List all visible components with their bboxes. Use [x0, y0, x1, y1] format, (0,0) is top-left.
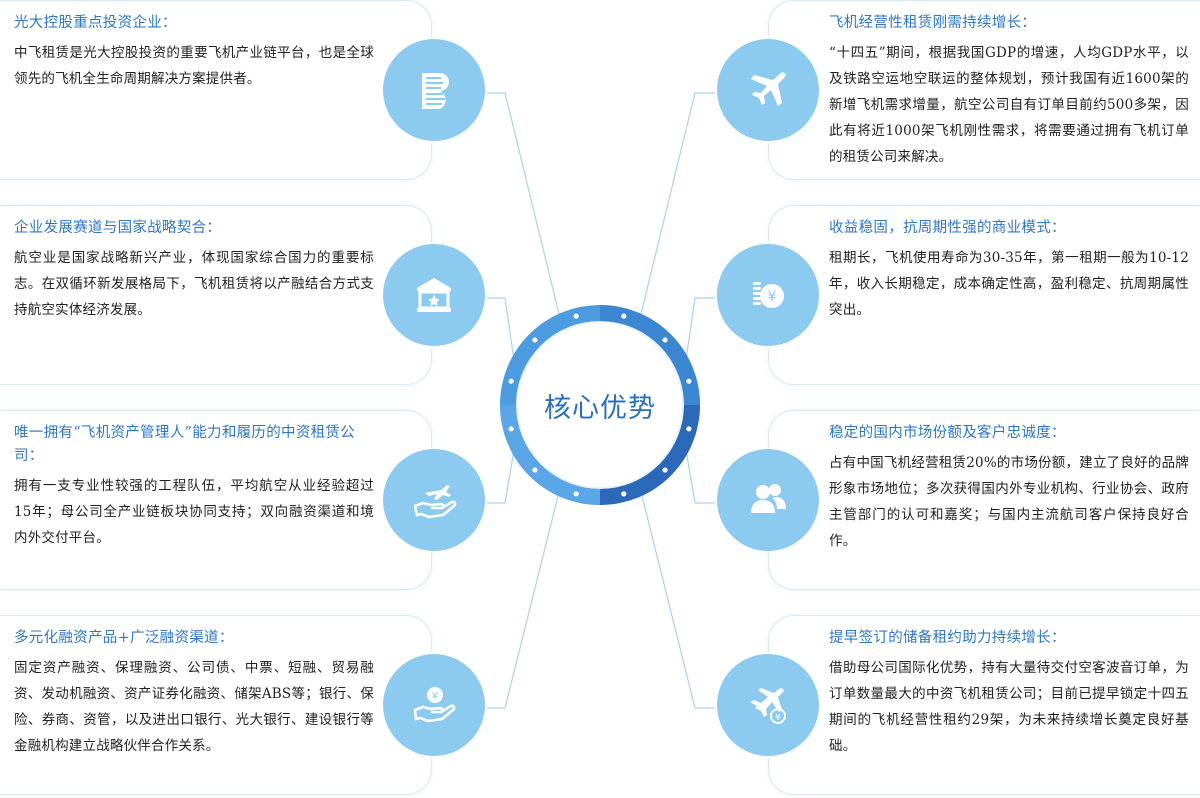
icon-badge: [383, 449, 485, 551]
icon-badge: ¥: [383, 654, 485, 756]
ring-dot: [662, 467, 668, 473]
card-body: 中飞租赁是光大控股投资的重要飞机产业链平台，也是全球领先的飞机全生命周期解决方案…: [14, 45, 374, 87]
svg-text:¥: ¥: [775, 713, 781, 723]
connector-right-4: [639, 487, 715, 709]
card-body: 借助母公司国际化优势，持有大量待交付空客波音订单，为订单数量最大的中资飞机租赁公…: [829, 660, 1189, 754]
hub-label: 核心优势: [544, 392, 656, 424]
card-right-3: 稳定的国内市场份额及客户忠诚度： 占有中国飞机经营租赁20%的市场份额，建立了良…: [717, 410, 1200, 590]
ring-dot: [532, 467, 538, 473]
core-advantage-hub: [500, 305, 700, 505]
card-body: 占有中国飞机经营租赁20%的市场份额，建立了良好的品牌形象市场地位；多次获得国内…: [829, 455, 1189, 549]
document-stack-icon: [422, 73, 449, 109]
connector-left-4: [485, 487, 561, 709]
icon-badge: [383, 39, 485, 141]
card-title: 飞机经营性租赁刚需持续增长：: [829, 15, 1037, 31]
ring-dot: [621, 313, 627, 319]
icon-badge: ¥: [717, 654, 819, 756]
card-title: 稳定的国内市场份额及客户忠诚度：: [829, 425, 1066, 441]
airplane-coin-icon: ¥: [750, 688, 786, 724]
card-body: 租期长，飞机使用寿命为30-35年，第一租期一般为10-12年，收入长期稳定，成…: [829, 250, 1189, 318]
connector-left-3: [485, 449, 515, 504]
connector-left-2: [485, 297, 515, 361]
svg-text:¥: ¥: [432, 691, 438, 702]
connector-right-3: [685, 449, 715, 504]
ring-dot: [621, 491, 627, 497]
card-right-1: 飞机经营性租赁刚需持续增长： “十四五”期间，根据我国GDP的增速，人均GDP水…: [717, 0, 1200, 180]
card-title: 提早签订的储备租约助力持续增长：: [829, 630, 1066, 646]
card-body: 航空业是国家战略新兴产业，体现国家综合国力的重要标志。在双循环新发展格局下，飞机…: [14, 250, 374, 318]
card-title: 收益稳固，抗周期性强的商业模式：: [829, 220, 1066, 236]
users-icon: [751, 484, 786, 513]
icon-badge: [717, 449, 819, 551]
ring-dot: [686, 378, 692, 384]
card-title: 多元化融资产品+广泛融资渠道：: [14, 630, 234, 646]
ring-dot: [532, 337, 538, 343]
connector-right-2: [685, 297, 715, 361]
connector-left-1: [485, 92, 561, 319]
star-building-icon: [417, 278, 451, 312]
card-title: 唯一拥有“飞机资产管理人”能力和履历的中资租赁公司：: [14, 425, 356, 464]
ring-dot: [662, 337, 668, 343]
card-left-1: 光大控股重点投资企业： 中飞租赁是光大控股投资的重要飞机产业链平台，也是全球领先…: [0, 0, 485, 180]
card-left-3: 唯一拥有“飞机资产管理人”能力和履历的中资租赁公司： 拥有一支专业性较强的工程队…: [0, 410, 485, 590]
card-right-4: ¥ 提早签订的储备租约助力持续增长： 借助母公司国际化优势，持有大量待交付空客波…: [717, 615, 1200, 795]
card-body: 拥有一支专业性较强的工程队伍，平均航空从业经验超过15年；母公司全产业链板块协同…: [14, 478, 374, 546]
card-right-2: ¥ 收益稳固，抗周期性强的商业模式： 租期长，飞机使用寿命为30-35年，第一租…: [717, 205, 1200, 385]
connector-right-1: [639, 92, 715, 319]
icon-badge: ¥: [717, 244, 819, 346]
airplane-icon: [751, 72, 786, 106]
card-left-4: 多元化融资产品+广泛融资渠道： 固定资产融资、保理融资、公司债、中票、短融、贸易…: [0, 615, 485, 795]
ring-dot: [508, 426, 514, 432]
card-body: 固定资产融资、保理融资、公司债、中票、短融、贸易融资、发动机融资、资产证券化融资…: [14, 660, 374, 754]
card-body: “十四五”期间，根据我国GDP的增速，人均GDP水平，以及铁路空运地空联运的整体…: [829, 45, 1189, 165]
coin-stack-icon: ¥: [753, 282, 784, 308]
icon-badge: [717, 39, 819, 141]
ring-dot: [508, 378, 514, 384]
ring-dot: [573, 313, 579, 319]
ring-dot: [686, 426, 692, 432]
card-left-2: 企业发展赛道与国家战略契合： 航空业是国家战略新兴产业，体现国家综合国力的重要标…: [0, 205, 485, 385]
card-title: 企业发展赛道与国家战略契合：: [14, 220, 222, 236]
hand-plane-icon: [413, 485, 457, 519]
icon-badge: [383, 244, 485, 346]
ring-dot: [573, 491, 579, 497]
svg-text:¥: ¥: [768, 289, 777, 305]
hand-coin-icon: ¥: [413, 687, 456, 723]
card-title: 光大控股重点投资企业：: [14, 15, 177, 31]
